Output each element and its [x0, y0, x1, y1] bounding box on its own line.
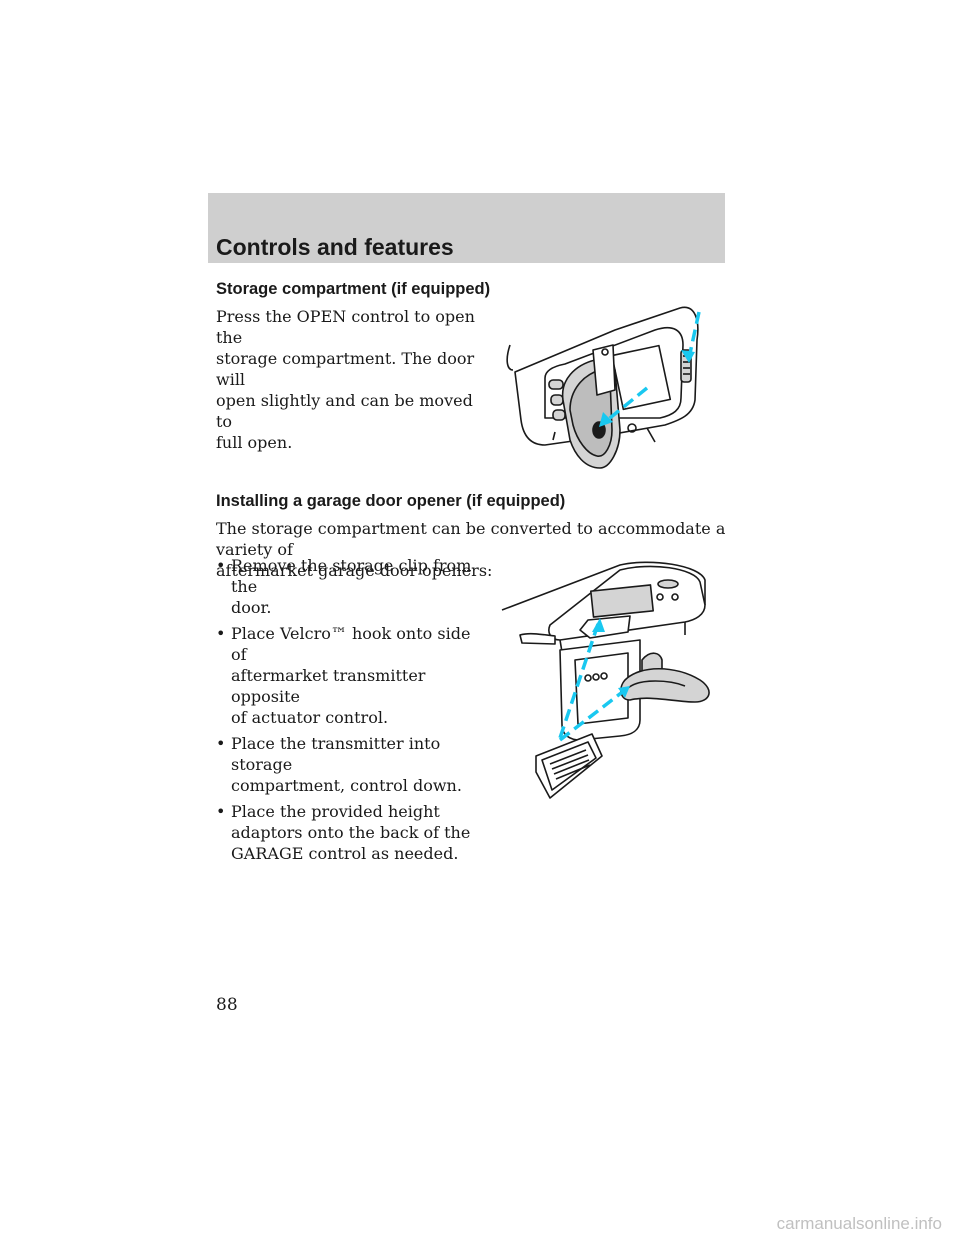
step-text: Place Velcro™ hook onto side of aftermar… — [231, 624, 471, 727]
step-text: Remove the storage clip from the door. — [231, 556, 472, 617]
storage-compartment-illustration — [506, 306, 701, 469]
bullet-marker: • — [216, 802, 226, 821]
page-number: 88 — [216, 995, 238, 1015]
list-item: • Place the transmitter into storage comp… — [216, 733, 486, 796]
garage-opener-steps: •Remove the storage clip from the door. … — [216, 555, 486, 869]
site-watermark: carmanualsonline.info — [776, 1214, 942, 1233]
step-text: Place the provided height adaptors onto … — [231, 802, 471, 863]
garage-opener-heading: Installing a garage door opener (if equi… — [216, 492, 566, 510]
list-item: • Place the provided height adaptors onto… — [216, 801, 486, 864]
storage-compartment-body: Press the OPEN control to open the stora… — [216, 307, 475, 452]
section-header-band: Controls and features — [208, 193, 725, 263]
storage-compartment-heading: Storage compartment (if equipped) — [216, 280, 491, 298]
step-text: Place the transmitter into storage compa… — [231, 734, 462, 795]
bullet-marker: • — [216, 734, 226, 753]
garage-opener-illustration — [501, 561, 710, 799]
bullet-marker: • — [216, 556, 226, 575]
bullet-marker: • — [216, 624, 226, 643]
garage-opener-intro: The storage compartment can be converted… — [216, 519, 726, 580]
list-item: • Remove the storage clip from the door. — [216, 555, 486, 618]
section-header-title: Controls and features — [216, 234, 454, 260]
list-item: • Place Velcro™ hook onto side of afterma… — [216, 623, 486, 728]
